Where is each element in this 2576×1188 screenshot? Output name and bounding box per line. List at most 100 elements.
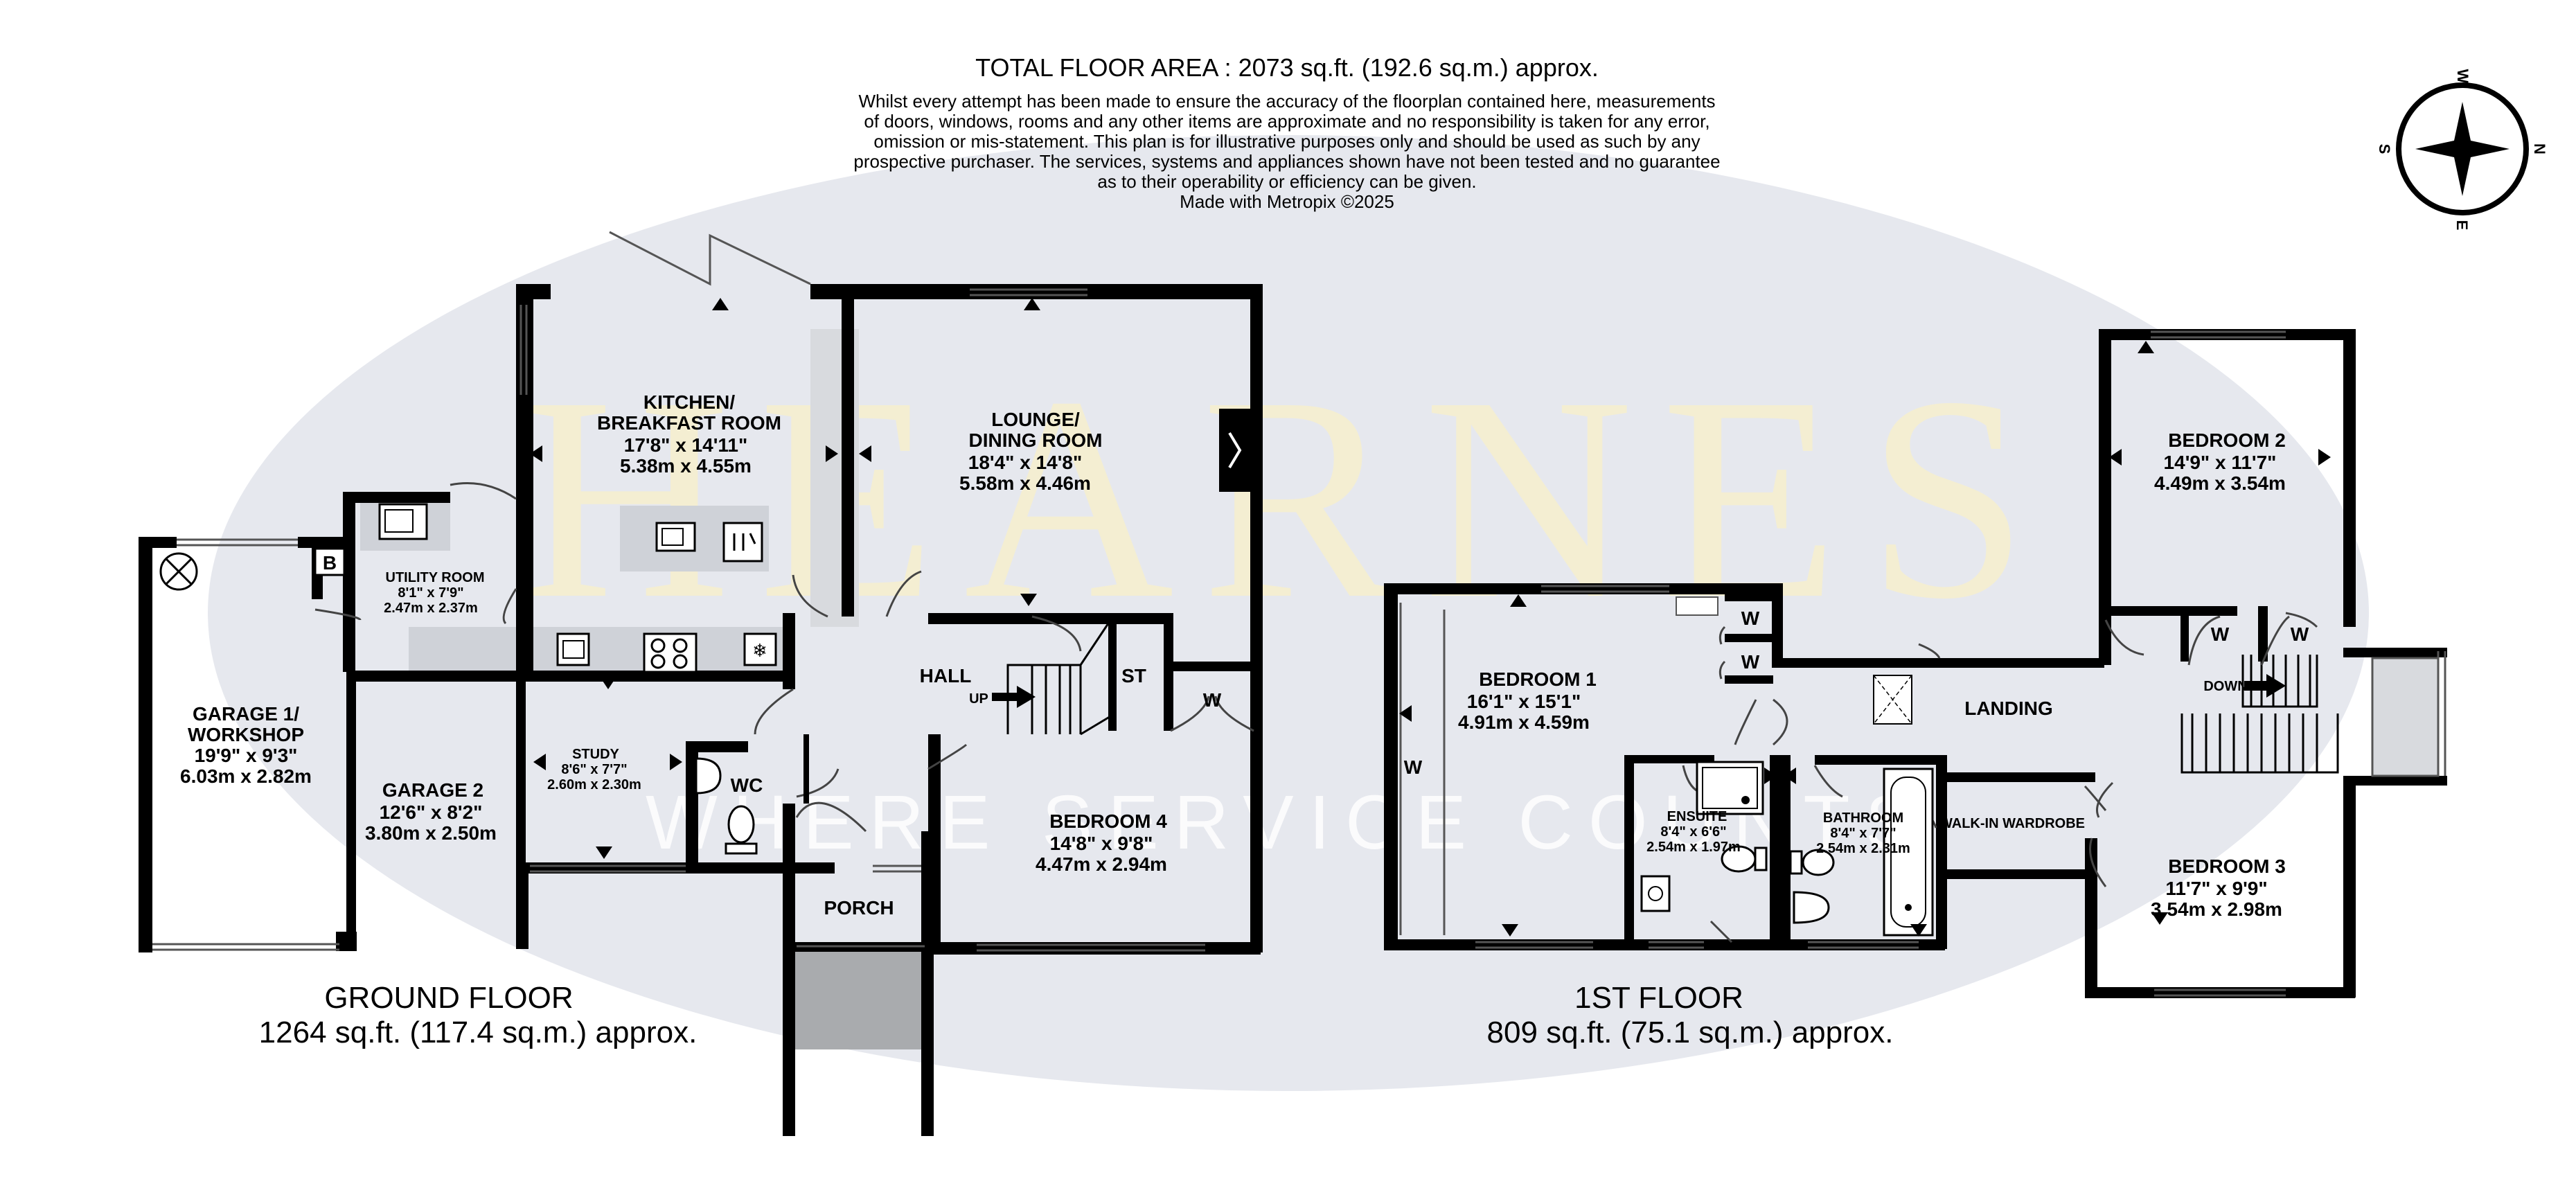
kitchen-metric: 5.38m x 4.55m (620, 455, 752, 477)
wall (1624, 755, 1634, 946)
fireplace (1219, 409, 1250, 492)
porch-label: PORCH (824, 897, 894, 919)
bedroom3-metric: 3.54m x 2.98m (2151, 898, 2282, 920)
watermark-brand: HEARNES (521, 337, 2057, 659)
ensuite-toilet-icon (1721, 845, 1768, 873)
boiler-icon: B (314, 547, 346, 576)
bedroom1-imperial: 16'1" x 15'1" (1467, 691, 1581, 712)
first-floor-area: 809 sq.ft. (75.1 sq.m.) approx. (1487, 1016, 1894, 1049)
bathroom-label: BATHROOM (1823, 810, 1903, 826)
wall (139, 537, 177, 548)
disclaimer-line: Made with Metropix ©2025 (1180, 191, 1394, 212)
wall (1936, 755, 1947, 949)
wall (686, 741, 748, 752)
landing-label: LANDING (1964, 698, 2053, 719)
ground-floor-plan: ❄ B (139, 231, 1263, 1136)
arrow-markers (530, 298, 1040, 859)
utility-label: UTILITY ROOM (386, 570, 485, 585)
wall (2085, 838, 2097, 998)
bedroom4-label: BEDROOM 4 (1049, 810, 1167, 832)
wall (2343, 329, 2356, 627)
walkin-wardrobe-label: WALK-IN WARDROBE (1939, 816, 2085, 831)
wall (346, 671, 790, 682)
wardrobe-label: W (1741, 651, 1760, 673)
wall (2343, 776, 2356, 998)
wall (343, 492, 355, 672)
lounge-label: DINING ROOM (969, 429, 1103, 451)
bedroom3-label: BEDROOM 3 (2168, 855, 2286, 877)
ensuite-label: ENSUITE (1667, 809, 1727, 824)
wardrobe-label: W (2211, 623, 2230, 645)
wall (516, 284, 551, 299)
hall-label: HALL (920, 665, 972, 686)
total-floor-area: TOTAL FLOOR AREA : 2073 sq.ft. (192.6 sq… (975, 53, 1599, 82)
radiator (803, 734, 809, 804)
garage2-imperial: 12'6" x 8'2" (380, 801, 483, 823)
ground-floor-area: 1264 sq.ft. (117.4 sq.m.) approx. (259, 1016, 698, 1049)
st-label: ST (1121, 665, 1146, 686)
wall (1936, 869, 2095, 879)
porch-floor (791, 946, 930, 1049)
bedroom1-metric: 4.91m x 4.59m (1458, 711, 1590, 733)
study-imperial: 8'6" x 7'7" (561, 762, 627, 777)
stairwell-void (2371, 657, 2440, 777)
wall (1171, 662, 1254, 671)
first-floor-title: 1ST FLOOR (1574, 981, 1743, 1015)
disclaimer-line: Whilst every attempt has been made to en… (858, 91, 1715, 112)
compass-n: N (2531, 143, 2548, 154)
kitchen-worktop (409, 627, 783, 675)
wardrobe-label: W (1203, 689, 1222, 711)
store-box (1676, 596, 1718, 616)
bathroom-metric: 2.54m x 2.31m (1816, 841, 1910, 856)
wall (1384, 939, 1945, 950)
bathroom-imperial: 8'4" x 7'7" (1830, 826, 1896, 841)
wall (1725, 675, 1773, 684)
stairs-down-arrow-icon (2244, 674, 2286, 698)
wall (1770, 755, 1784, 765)
kitchen-label: BREAKFAST ROOM (597, 412, 781, 434)
bedroom2-label: BEDROOM 2 (2168, 429, 2286, 451)
wc-label: WC (731, 774, 763, 796)
garage2-label: GARAGE 2 (382, 779, 483, 801)
disclaimer-line: omission or mis-statement. This plan is … (873, 131, 1700, 152)
garage-light-icon (159, 552, 198, 591)
ground-floor-title: GROUND FLOOR (324, 981, 573, 1015)
garage2-metric: 3.80m x 2.50m (365, 822, 497, 844)
compass-w: W (2454, 69, 2471, 84)
door-swings (1682, 612, 2318, 943)
bedroom1-label: BEDROOM 1 (1479, 668, 1597, 690)
ensuite-basin-icon (1640, 875, 1671, 912)
utility-imperial: 8'1" x 7'9" (398, 585, 463, 601)
wall (1725, 634, 1773, 642)
study-label: STUDY (572, 747, 619, 762)
wall (343, 492, 450, 503)
wall (298, 537, 353, 548)
oven-icon (556, 632, 590, 666)
wardrobe-label: W (2291, 623, 2309, 645)
wall (810, 284, 1261, 299)
wall (346, 679, 356, 949)
wardrobe-label: W (1404, 756, 1423, 778)
wall (1250, 284, 1263, 952)
wc-toilet-icon (725, 805, 758, 855)
disclaimer-line: of doors, windows, rooms and any other i… (864, 111, 1709, 132)
bedroom2-metric: 4.49m x 3.54m (2154, 472, 2286, 494)
bedroom3-imperial: 11'7" x 9'9" (2165, 878, 2267, 899)
wall (2099, 606, 2237, 616)
wall (1384, 583, 1398, 950)
first-floor-plan: DOWN (1384, 329, 2447, 1049)
wall (2180, 606, 2189, 662)
hob-icon (643, 632, 698, 673)
wall (1164, 613, 1173, 731)
kitchen-sink-icon (655, 522, 696, 552)
windows (152, 288, 1205, 952)
garage1-label: GARAGE 1/ (193, 703, 299, 725)
wall (1725, 594, 1773, 601)
wardrobe-label: W (1741, 608, 1760, 629)
wall (1936, 772, 2095, 782)
wall (516, 679, 526, 880)
wall (1108, 613, 1117, 731)
airing-cupboard (1770, 804, 1791, 942)
boiler-label: B (323, 552, 337, 574)
